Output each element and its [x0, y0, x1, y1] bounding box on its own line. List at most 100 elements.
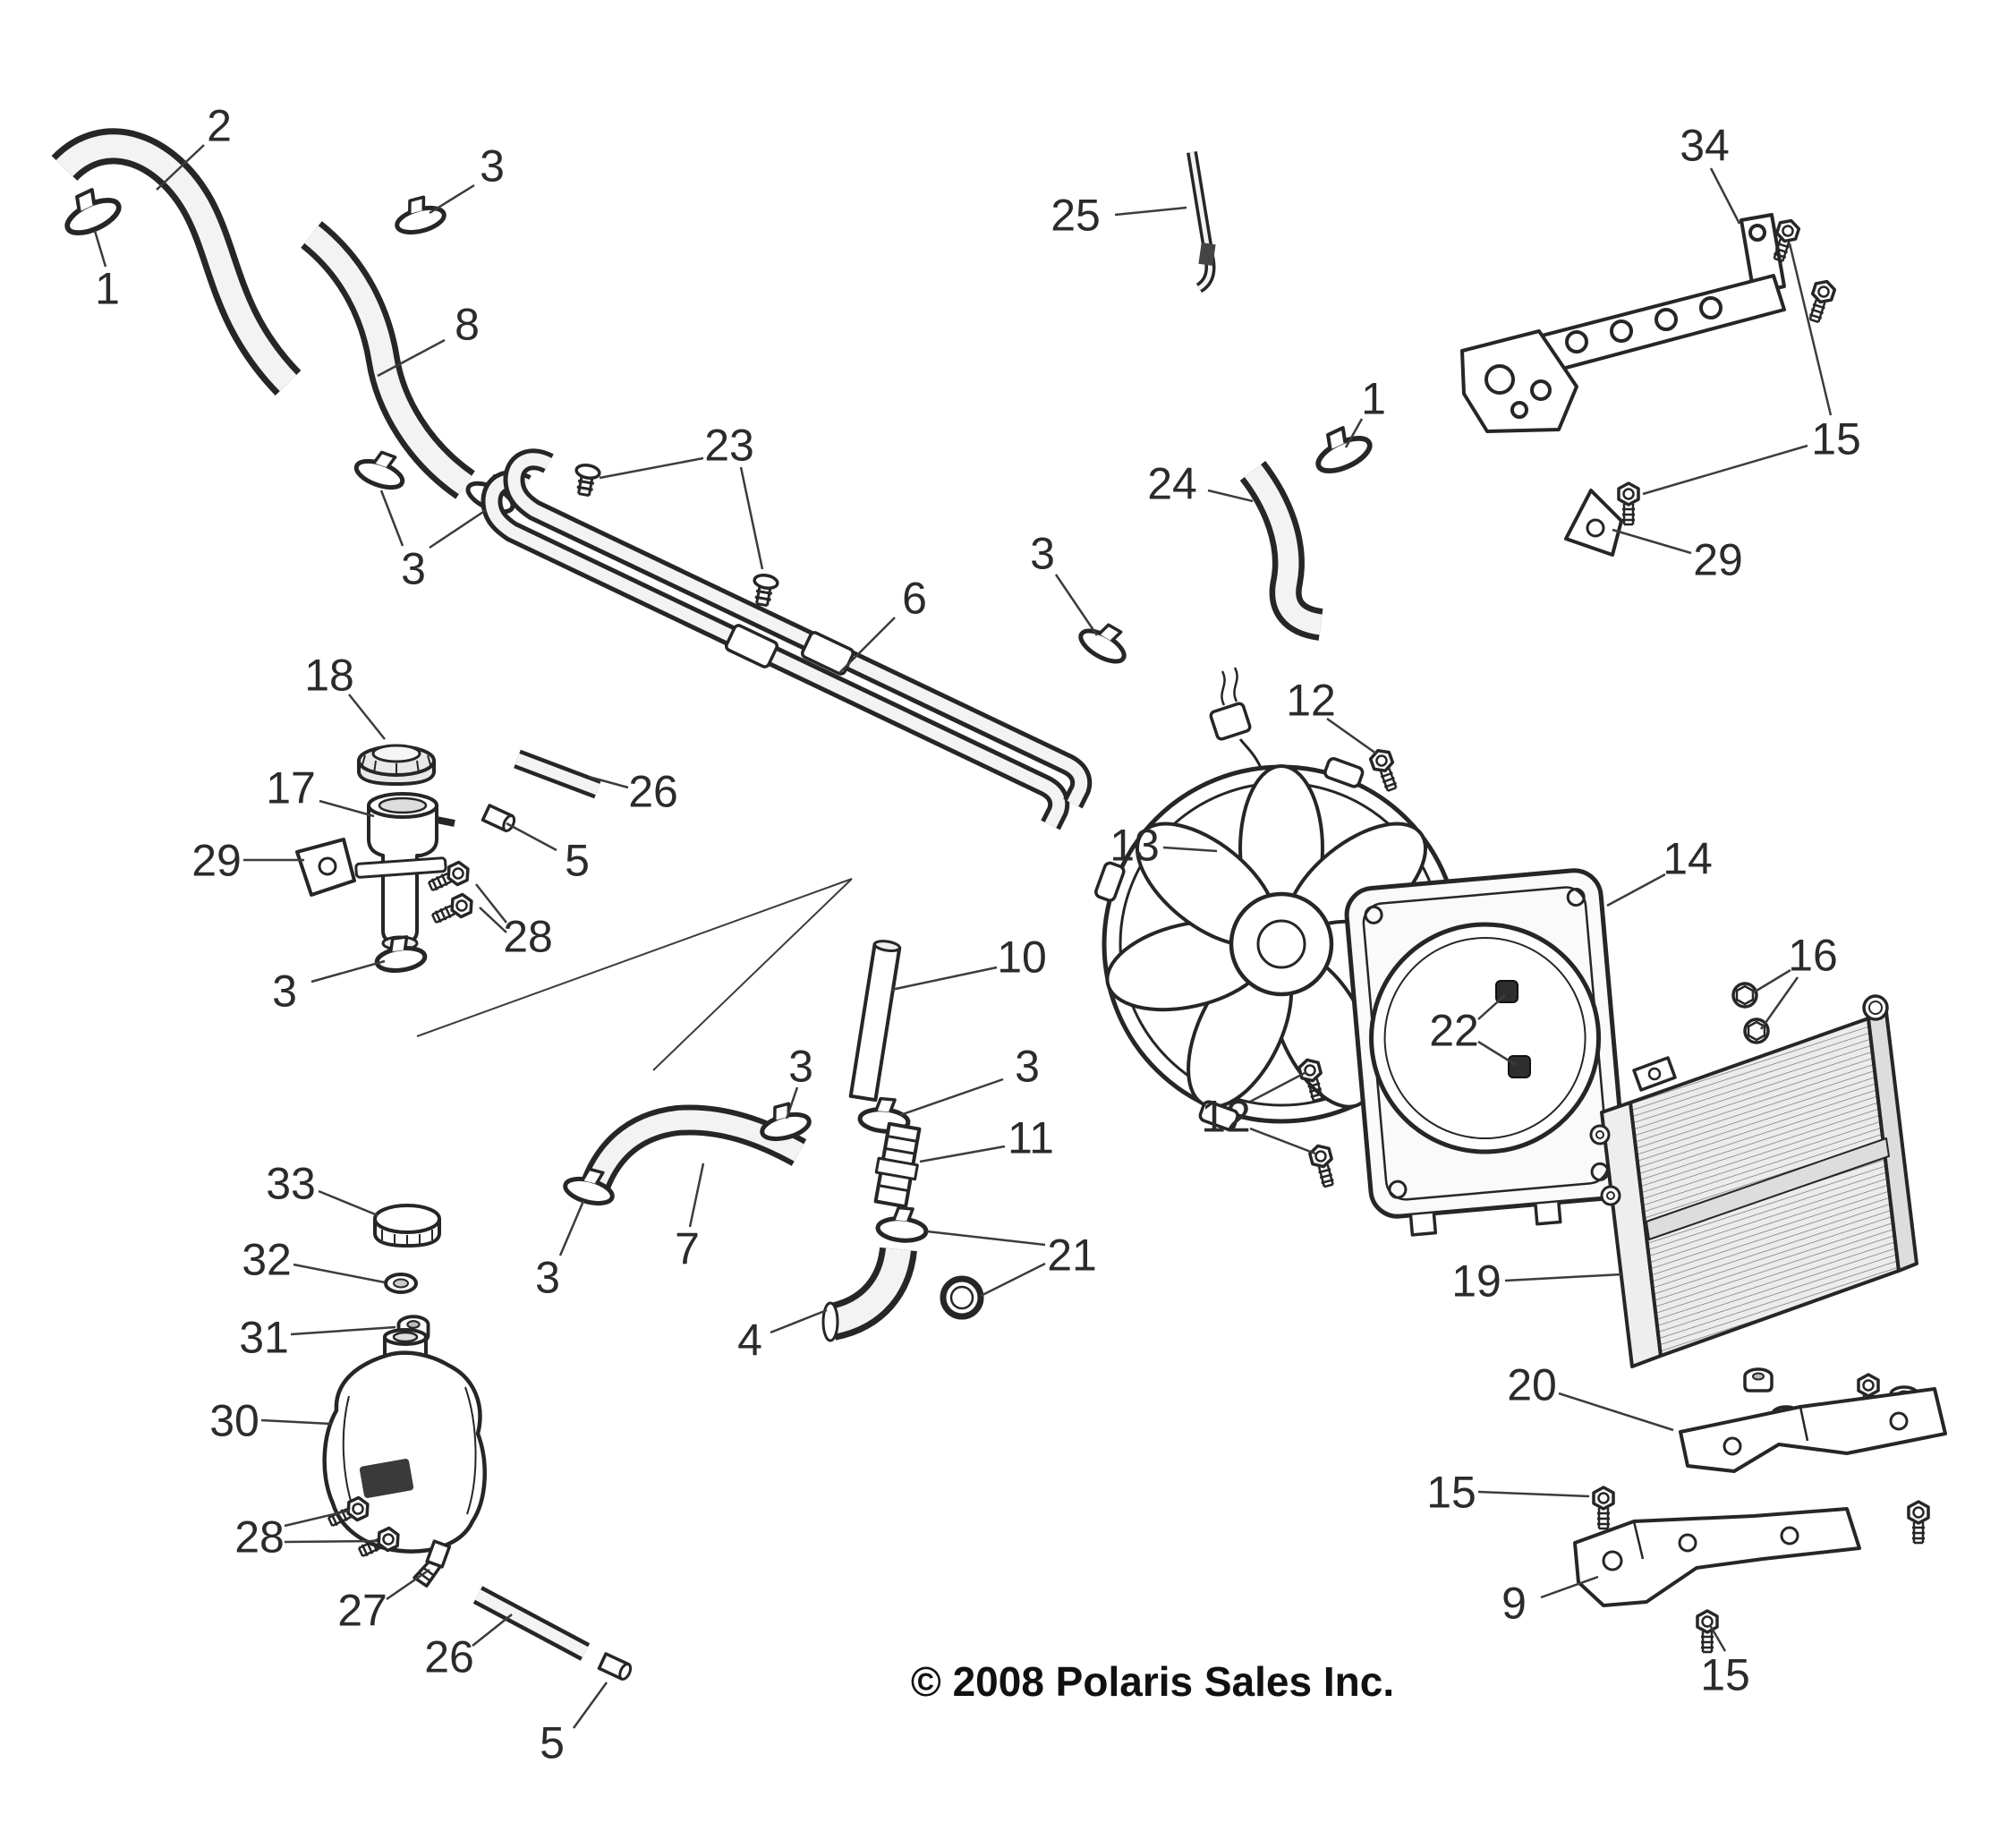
callout-34: 34 — [1680, 121, 1730, 171]
leader-line-3 — [429, 183, 475, 215]
leader-line-3 — [379, 490, 404, 547]
part-radiator-19 — [1589, 994, 1918, 1368]
part-clamp-3-neck — [374, 934, 426, 973]
part-upper-hose-2 — [51, 128, 302, 396]
leader-line-3 — [1054, 574, 1099, 636]
part-screw-28-b — [428, 890, 478, 930]
callout-1: 1 — [1361, 374, 1386, 424]
leader-line-22 — [1477, 1040, 1517, 1067]
leader-line-5 — [572, 1682, 608, 1729]
callout-3: 3 — [480, 141, 505, 192]
leader-line-12 — [1249, 1070, 1307, 1103]
part-clamp-21-a — [877, 1206, 928, 1243]
leader-line-28 — [475, 883, 507, 924]
leader-line-16 — [1759, 976, 1799, 1030]
leader-line-1 — [93, 230, 107, 268]
leader-line-7 — [688, 1162, 705, 1228]
leader-line-11 — [919, 1145, 1006, 1163]
leader-line-8 — [377, 338, 446, 378]
callout-3: 3 — [1030, 529, 1055, 579]
part-bracket-34 — [1460, 213, 1786, 433]
leader-line-23 — [599, 456, 704, 480]
callout-5: 5 — [565, 836, 590, 886]
assembly-locating-lines — [416, 878, 853, 1071]
leader-line-21 — [980, 1262, 1046, 1298]
callout-11: 11 — [1008, 1113, 1054, 1163]
callout-32: 32 — [242, 1235, 292, 1285]
callout-19: 19 — [1451, 1256, 1501, 1307]
callout-12: 12 — [1201, 1092, 1251, 1142]
leader-line-26 — [588, 775, 629, 789]
callout-5: 5 — [540, 1718, 565, 1768]
leader-line-28 — [479, 907, 507, 933]
part-clamp-21-b — [940, 1275, 984, 1320]
part-bracket-9 — [1573, 1507, 1861, 1607]
part-pressure-cap-18 — [357, 744, 436, 786]
part-bracket-29-right — [1564, 489, 1623, 557]
parts-artwork — [51, 128, 1947, 1682]
leader-line-24 — [1207, 489, 1254, 503]
leader-line-2 — [156, 144, 205, 191]
callout-7: 7 — [675, 1224, 700, 1274]
callout-21: 21 — [1047, 1231, 1097, 1281]
leader-line-3 — [558, 1200, 585, 1256]
leader-line-5 — [506, 822, 557, 852]
leader-line-3 — [429, 508, 487, 549]
part-hose-24 — [1239, 460, 1324, 641]
leader-line-28 — [284, 1539, 379, 1544]
leader-line-12 — [1326, 717, 1377, 755]
leader-line-20 — [1558, 1392, 1674, 1432]
leader-line-15 — [1477, 1490, 1590, 1498]
leader-line-17 — [319, 799, 375, 818]
part-clamp-1-left — [57, 183, 123, 240]
part-clamp-3-a — [353, 446, 410, 492]
callout-6: 6 — [902, 574, 927, 624]
callout-12: 12 — [1286, 676, 1336, 726]
leader-line-21 — [926, 1230, 1046, 1247]
part-fitting-5-upper — [481, 804, 518, 834]
part-screw-15-mid — [1592, 1486, 1615, 1530]
leader-lines-layer — [93, 144, 1833, 1729]
leader-line-6 — [838, 617, 896, 674]
callout-17: 17 — [266, 763, 316, 813]
leader-line-18 — [348, 694, 386, 740]
callout-31: 31 — [239, 1313, 289, 1363]
leader-line-12 — [1249, 1127, 1316, 1155]
callout-3: 3 — [788, 1042, 813, 1092]
callout-18: 18 — [304, 651, 354, 701]
fan-connector — [1209, 702, 1252, 741]
callout-26: 26 — [628, 767, 678, 817]
callout-27: 27 — [337, 1586, 387, 1636]
part-hose-26-upper — [514, 749, 601, 799]
part-screw-12-a — [1366, 745, 1403, 795]
leader-line-9 — [1540, 1575, 1599, 1599]
part-tube-10 — [848, 940, 902, 1103]
part-bracket-20 — [1679, 1387, 1947, 1473]
callout-1: 1 — [95, 264, 120, 314]
callout-33: 33 — [266, 1159, 316, 1209]
callout-3: 3 — [401, 544, 426, 594]
part-bottle-cap-33 — [373, 1204, 441, 1248]
leader-line-33 — [318, 1189, 379, 1217]
callout-4: 4 — [737, 1316, 762, 1366]
leader-line-16 — [1751, 968, 1791, 995]
part-hose-26-lower — [472, 1586, 591, 1661]
leader-line-3 — [899, 1077, 1004, 1117]
leader-line-22 — [1477, 994, 1506, 1020]
callout-28: 28 — [234, 1512, 285, 1563]
leader-line-32 — [293, 1263, 386, 1284]
callout-15: 15 — [1700, 1650, 1750, 1700]
part-fitting-11 — [873, 1121, 922, 1209]
part-mount-grommet-a — [1743, 1367, 1774, 1392]
callout-8: 8 — [455, 300, 480, 350]
leader-line-3 — [785, 1086, 799, 1120]
part-grommet-22-b — [1508, 1055, 1531, 1078]
callout-25: 25 — [1051, 191, 1101, 241]
part-fitting-5-lower — [597, 1652, 634, 1682]
fan-wire — [1238, 738, 1263, 771]
leader-line-25 — [1114, 206, 1187, 217]
leader-line-28 — [284, 1509, 350, 1528]
part-elbow-hose-4 — [821, 1247, 917, 1342]
